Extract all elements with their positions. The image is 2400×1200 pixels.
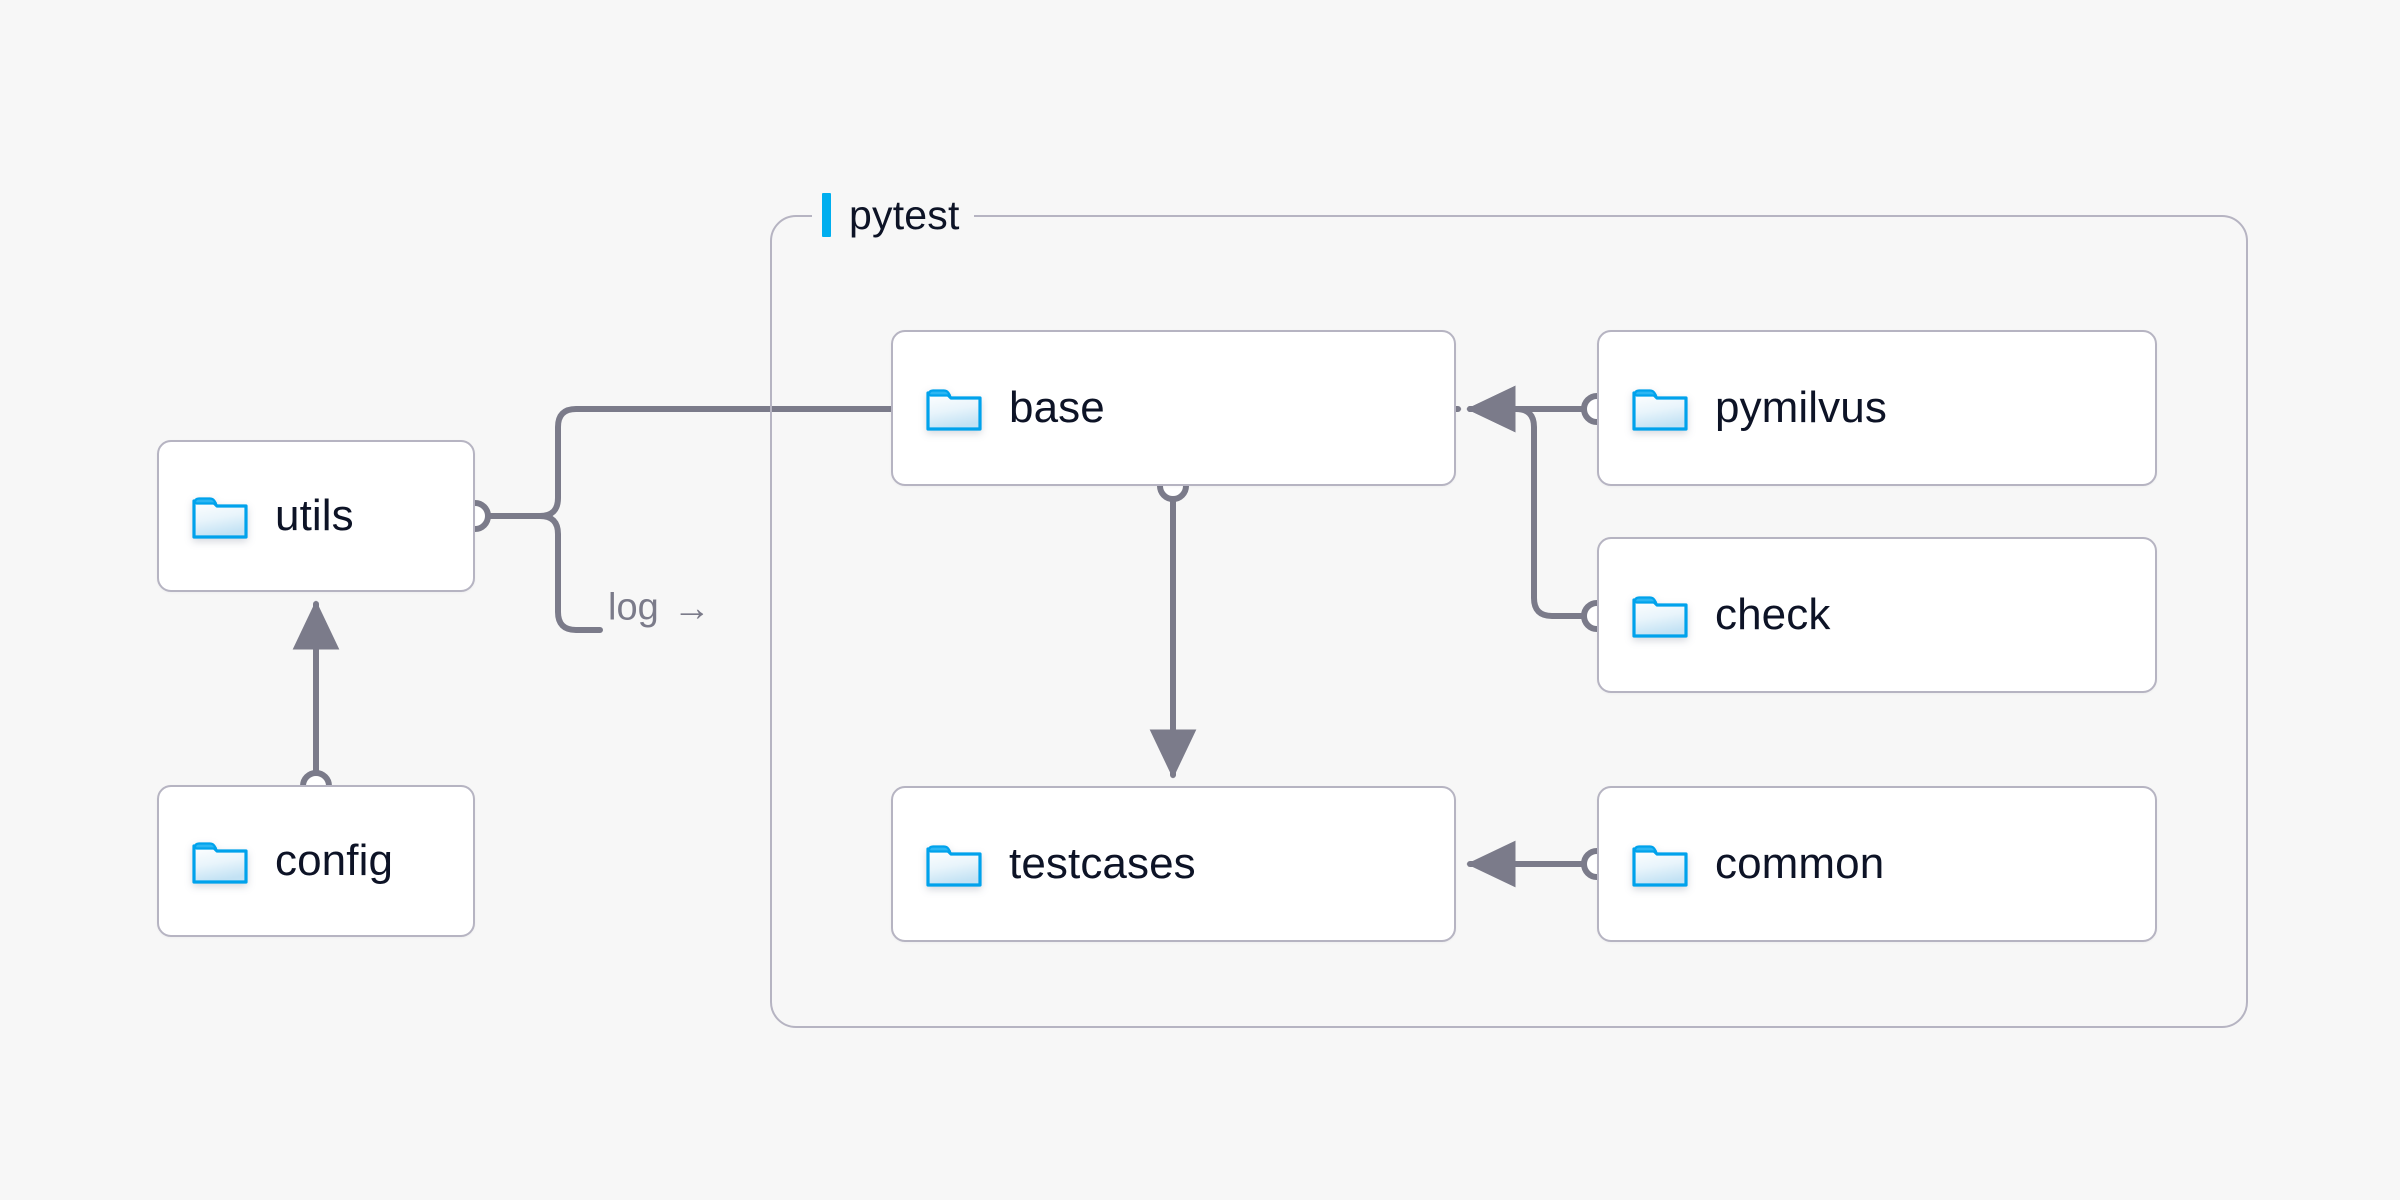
- folder-icon: [1632, 845, 1688, 887]
- node-config[interactable]: config: [157, 785, 475, 937]
- edge-utils-to-log: [485, 513, 603, 633]
- node-check[interactable]: check: [1597, 537, 2157, 693]
- node-utils[interactable]: utils: [157, 440, 475, 592]
- node-pymilvus-label: pymilvus: [1715, 383, 1887, 432]
- node-check-label: check: [1715, 590, 1831, 639]
- node-config-label: config: [275, 836, 394, 885]
- node-utils-label: utils: [275, 491, 354, 540]
- group-pytest[interactable]: [770, 215, 2248, 1028]
- node-pymilvus[interactable]: pymilvus: [1597, 330, 2157, 486]
- folder-icon: [926, 845, 982, 887]
- node-testcases-label: testcases: [1009, 839, 1196, 888]
- folder-icon: [192, 497, 248, 539]
- group-pytest-label: pytest: [849, 191, 960, 238]
- folder-icon: [1632, 596, 1688, 638]
- folder-icon: [192, 842, 248, 884]
- node-testcases[interactable]: testcases: [891, 786, 1456, 942]
- node-base-label: base: [1009, 383, 1105, 432]
- group-accent-bar: [822, 193, 831, 237]
- node-base[interactable]: base: [891, 330, 1456, 486]
- folder-icon: [926, 389, 982, 431]
- arrow-right-icon: →: [672, 587, 711, 629]
- edge-label-log-text: log: [608, 586, 659, 629]
- edge-label-log: log →: [608, 587, 711, 630]
- node-common-label: common: [1715, 839, 1885, 888]
- folder-icon: [1632, 389, 1688, 431]
- group-pytest-label-wrap: pytest: [812, 188, 974, 242]
- node-common[interactable]: common: [1597, 786, 2157, 942]
